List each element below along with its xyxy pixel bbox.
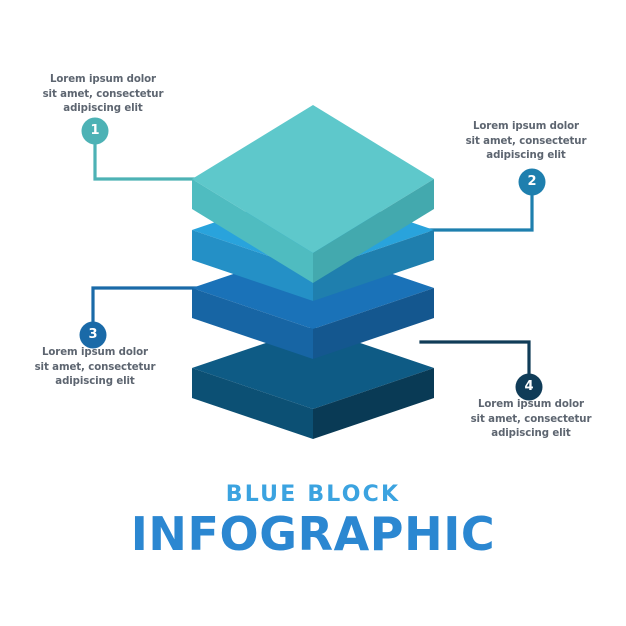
connector-line-3 bbox=[91, 286, 207, 337]
connector-line-2 bbox=[419, 184, 534, 232]
number-badges bbox=[79, 117, 546, 401]
connector-line-1 bbox=[93, 133, 207, 181]
connector-line-4 bbox=[419, 340, 531, 393]
callout-text-2: Lorem ipsum dolor sit amet, consectetur … bbox=[465, 121, 587, 162]
block-3-left-face bbox=[192, 288, 313, 359]
block-4-left-face bbox=[192, 368, 313, 439]
block-2-right-face bbox=[313, 230, 434, 301]
title-main: INFOGRAPHIC bbox=[130, 507, 496, 561]
title-subtitle: BLUE BLOCK bbox=[225, 482, 401, 507]
block-layer-4[interactable] bbox=[192, 327, 434, 439]
block-4-right-face bbox=[313, 368, 434, 439]
block-1-left-face bbox=[192, 179, 313, 283]
callout-text-3: Lorem ipsum dolor sit amet, consectetur … bbox=[34, 347, 156, 388]
block-3-right-face bbox=[313, 288, 434, 359]
callout-text-1: Lorem ipsum dolor sit amet, consectetur … bbox=[42, 74, 164, 115]
number-badge-2[interactable] bbox=[518, 168, 546, 196]
number-badge-3[interactable] bbox=[79, 321, 107, 349]
infographic-title: BLUE BLOCK INFOGRAPHIC bbox=[0, 482, 626, 559]
callout-text-4: Lorem ipsum dolor sit amet, consectetur … bbox=[470, 399, 592, 440]
block-layer-1[interactable] bbox=[192, 105, 434, 283]
number-badge-1[interactable] bbox=[81, 117, 109, 145]
block-1-right-face bbox=[313, 179, 434, 283]
number-badge-4[interactable] bbox=[515, 373, 543, 401]
block-2-left-face bbox=[192, 230, 313, 301]
